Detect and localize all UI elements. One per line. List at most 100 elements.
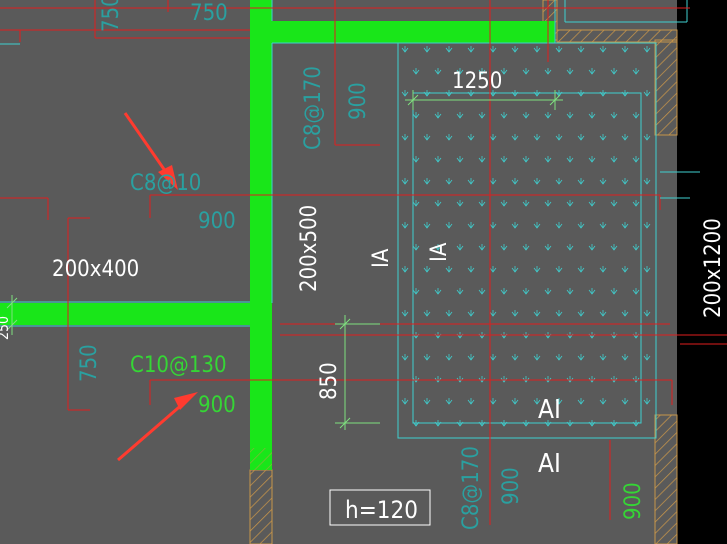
slab-symbol <box>434 68 442 75</box>
slab-symbol <box>412 156 420 163</box>
label-section-al-2: AI <box>538 449 561 479</box>
slab-symbol <box>555 354 563 361</box>
slab-symbol <box>401 398 409 405</box>
slab-symbol <box>489 134 497 141</box>
slab-symbol <box>588 112 596 119</box>
slab-symbol <box>423 354 431 361</box>
slab-symbol <box>511 46 519 53</box>
beam-vertical[interactable] <box>250 0 272 470</box>
slab-symbol <box>401 178 409 185</box>
slab-symbol <box>456 112 464 119</box>
slab-symbol <box>412 244 420 251</box>
slab-symbol <box>434 112 442 119</box>
slab-symbol <box>522 376 530 383</box>
slab-symbol <box>533 398 541 405</box>
slab-symbol <box>500 288 508 295</box>
slab-symbol <box>456 288 464 295</box>
wall-hatch-top-right <box>556 29 678 43</box>
slab-symbol <box>577 354 585 361</box>
slab-symbol <box>577 134 585 141</box>
slab-symbol <box>588 156 596 163</box>
slab-symbol <box>401 134 409 141</box>
slab-symbol <box>544 244 552 251</box>
slab-symbol <box>621 398 629 405</box>
slab-symbol <box>401 310 409 317</box>
slab-symbol <box>423 222 431 229</box>
slab-symbol <box>500 112 508 119</box>
slab-symbol <box>478 376 486 383</box>
slab-symbol <box>566 244 574 251</box>
slab-symbol <box>445 266 453 273</box>
slab-symbol <box>478 244 486 251</box>
slab-symbol <box>401 222 409 229</box>
label-beam-200x400: 200x400 <box>52 257 139 282</box>
slab-symbol <box>522 288 530 295</box>
slab-symbol <box>412 288 420 295</box>
slab-symbol <box>555 134 563 141</box>
slab-symbol <box>423 310 431 317</box>
slab-symbol <box>434 288 442 295</box>
beam-end-hatch <box>250 448 272 470</box>
slab-symbol <box>588 200 596 207</box>
slab-symbol <box>423 178 431 185</box>
slab-symbol <box>511 266 519 273</box>
slab-symbol <box>610 200 618 207</box>
slab-symbol <box>423 266 431 273</box>
beam-outlines <box>0 0 688 439</box>
slab-symbol <box>401 354 409 361</box>
slab-symbol <box>577 222 585 229</box>
slab-symbol <box>500 244 508 251</box>
beam-horizontal-left[interactable] <box>0 303 250 325</box>
slab-symbol <box>412 68 420 75</box>
slab-symbol <box>599 134 607 141</box>
slab-symbol <box>643 398 651 405</box>
dimension-1250 <box>405 90 563 110</box>
slab-symbol <box>478 68 486 75</box>
slab-symbol <box>610 112 618 119</box>
slab-symbol <box>577 398 585 405</box>
outside-region <box>677 0 727 544</box>
slab-symbol <box>456 68 464 75</box>
slab-symbol <box>632 288 640 295</box>
slab-symbol <box>434 156 442 163</box>
slab-symbol <box>632 244 640 251</box>
slab-symbol <box>412 376 420 383</box>
slab-symbol <box>489 354 497 361</box>
slab-symbol <box>434 200 442 207</box>
label-900-mid: 900 <box>198 209 236 234</box>
slab-symbol <box>610 244 618 251</box>
slab-symbol <box>533 354 541 361</box>
slab-symbol <box>423 46 431 53</box>
slab-symbol <box>467 354 475 361</box>
slab-symbol <box>445 354 453 361</box>
slab-symbol <box>566 112 574 119</box>
slab-symbol <box>555 46 563 53</box>
slab-symbol <box>632 68 640 75</box>
slab-symbol <box>621 134 629 141</box>
slab-symbol <box>544 288 552 295</box>
slab-symbol <box>445 134 453 141</box>
label-900-bottom-right: 900 <box>621 482 646 520</box>
slab-symbol <box>489 222 497 229</box>
slab-symbol <box>489 310 497 317</box>
slab-symbol <box>533 178 541 185</box>
slab-symbol <box>599 266 607 273</box>
slab-symbol <box>643 310 651 317</box>
label-beam-200x1200: 200x1200 <box>701 218 726 318</box>
slab-symbol <box>588 244 596 251</box>
slab-symbol <box>522 200 530 207</box>
slab-symbol <box>511 354 519 361</box>
slab-symbol <box>555 398 563 405</box>
slab-symbol <box>621 310 629 317</box>
slab-symbol <box>610 68 618 75</box>
label-rebar-c10-130: C10@130 <box>130 353 227 378</box>
label-section-ia-2: IA <box>427 242 452 262</box>
slab-symbol <box>522 156 530 163</box>
slab-symbol <box>478 288 486 295</box>
beam-horizontal-top[interactable] <box>272 21 555 43</box>
slab-symbol <box>500 200 508 207</box>
slab-symbol <box>599 398 607 405</box>
slab-symbol <box>434 244 442 251</box>
